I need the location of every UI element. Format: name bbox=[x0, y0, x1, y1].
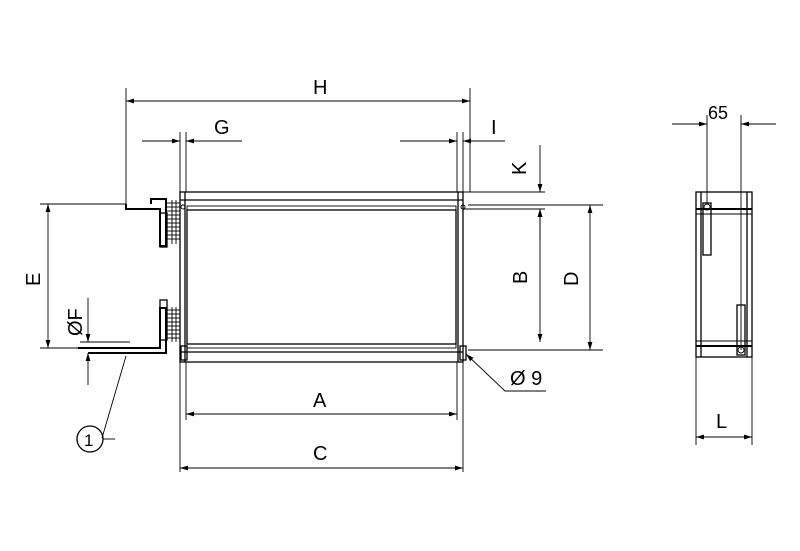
dimension-lines bbox=[45, 98, 593, 471]
label-I: I bbox=[491, 117, 497, 139]
clamp-bottom-teeth bbox=[167, 307, 180, 342]
bolt-bottom-left bbox=[180, 345, 188, 361]
label-C: C bbox=[313, 443, 327, 465]
side-clamp-top bbox=[702, 202, 712, 256]
label-D: D bbox=[561, 272, 583, 286]
label-B: B bbox=[510, 271, 532, 284]
side-extension-lines bbox=[695, 115, 753, 445]
label-F: ØF bbox=[65, 308, 87, 336]
label-E: E bbox=[23, 273, 45, 286]
bolt-hole-top-left bbox=[180, 204, 186, 210]
clamp-bottom bbox=[78, 307, 167, 354]
label-65: 65 bbox=[708, 103, 728, 123]
label-L: L bbox=[716, 411, 727, 433]
leader-hole bbox=[465, 353, 546, 392]
side-dimension-lines bbox=[672, 121, 776, 440]
label-G: G bbox=[214, 117, 230, 139]
label-H: H bbox=[313, 77, 327, 99]
leader-item1 bbox=[101, 355, 127, 439]
front-view: H G I K B D E ØF Ø 9 A C 1 bbox=[23, 77, 603, 472]
label-K: K bbox=[509, 161, 531, 175]
clamp-top-plate bbox=[159, 212, 168, 248]
label-A: A bbox=[313, 390, 327, 412]
side-view: 65 L bbox=[672, 103, 776, 445]
side-bolt-top bbox=[703, 203, 711, 211]
frame-inner bbox=[186, 209, 457, 345]
clamp-bottom-plate bbox=[159, 299, 168, 341]
top-flange bbox=[186, 205, 457, 211]
side-frame-outer bbox=[695, 191, 753, 358]
label-hole: Ø 9 bbox=[510, 368, 542, 390]
frame-outer bbox=[179, 191, 464, 363]
clamp-top bbox=[125, 198, 167, 247]
bolt-bottom-right bbox=[459, 345, 467, 361]
clamp-top-teeth bbox=[167, 200, 180, 244]
callout-number: 1 bbox=[84, 431, 93, 450]
